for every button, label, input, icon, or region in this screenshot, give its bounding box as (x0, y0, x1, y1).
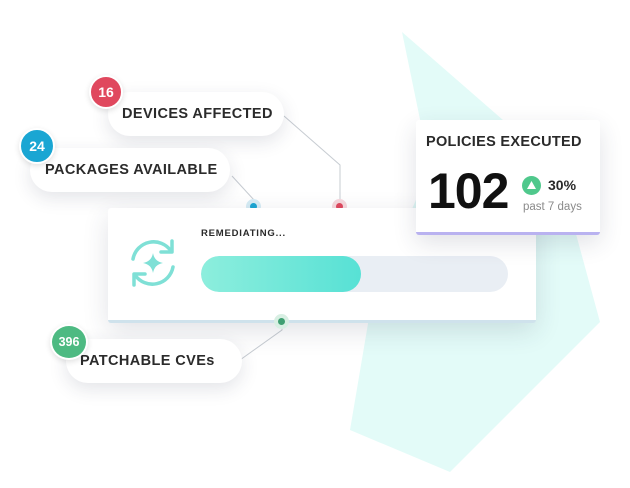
policies-change-period: past 7 days (523, 201, 582, 213)
devices-affected-count: 16 (98, 84, 114, 100)
policies-executed-card: POLICIES EXECUTED 102 30% past 7 days (416, 120, 600, 235)
policies-executed-value: 102 (428, 163, 509, 219)
patchable-cves-pill: PATCHABLE CVEs (66, 339, 242, 383)
patchable-cves-count: 396 (58, 335, 80, 349)
remediation-status-label: REMEDIATING... (201, 228, 286, 239)
policies-executed-title: POLICIES EXECUTED (426, 134, 582, 150)
devices-affected-count-badge: 16 (89, 75, 123, 109)
devices-affected-label: DEVICES AFFECTED (122, 106, 273, 122)
devices-affected-pill: DEVICES AFFECTED (108, 92, 284, 136)
cves-connector-dot (274, 314, 289, 329)
packages-available-pill: PACKAGES AVAILABLE (30, 148, 230, 192)
packages-available-label: PACKAGES AVAILABLE (45, 162, 218, 178)
remediation-progress-fill (201, 256, 361, 292)
packages-available-count-badge: 24 (19, 128, 55, 164)
remediation-progress-bar (201, 256, 508, 292)
patchable-cves-label: PATCHABLE CVEs (80, 353, 215, 369)
policies-change-percent: 30% (548, 177, 577, 193)
packages-available-count: 24 (29, 138, 45, 154)
sync-sparkle-icon (131, 239, 175, 287)
trend-up-icon (522, 176, 541, 195)
patchable-cves-count-badge: 396 (50, 324, 88, 360)
